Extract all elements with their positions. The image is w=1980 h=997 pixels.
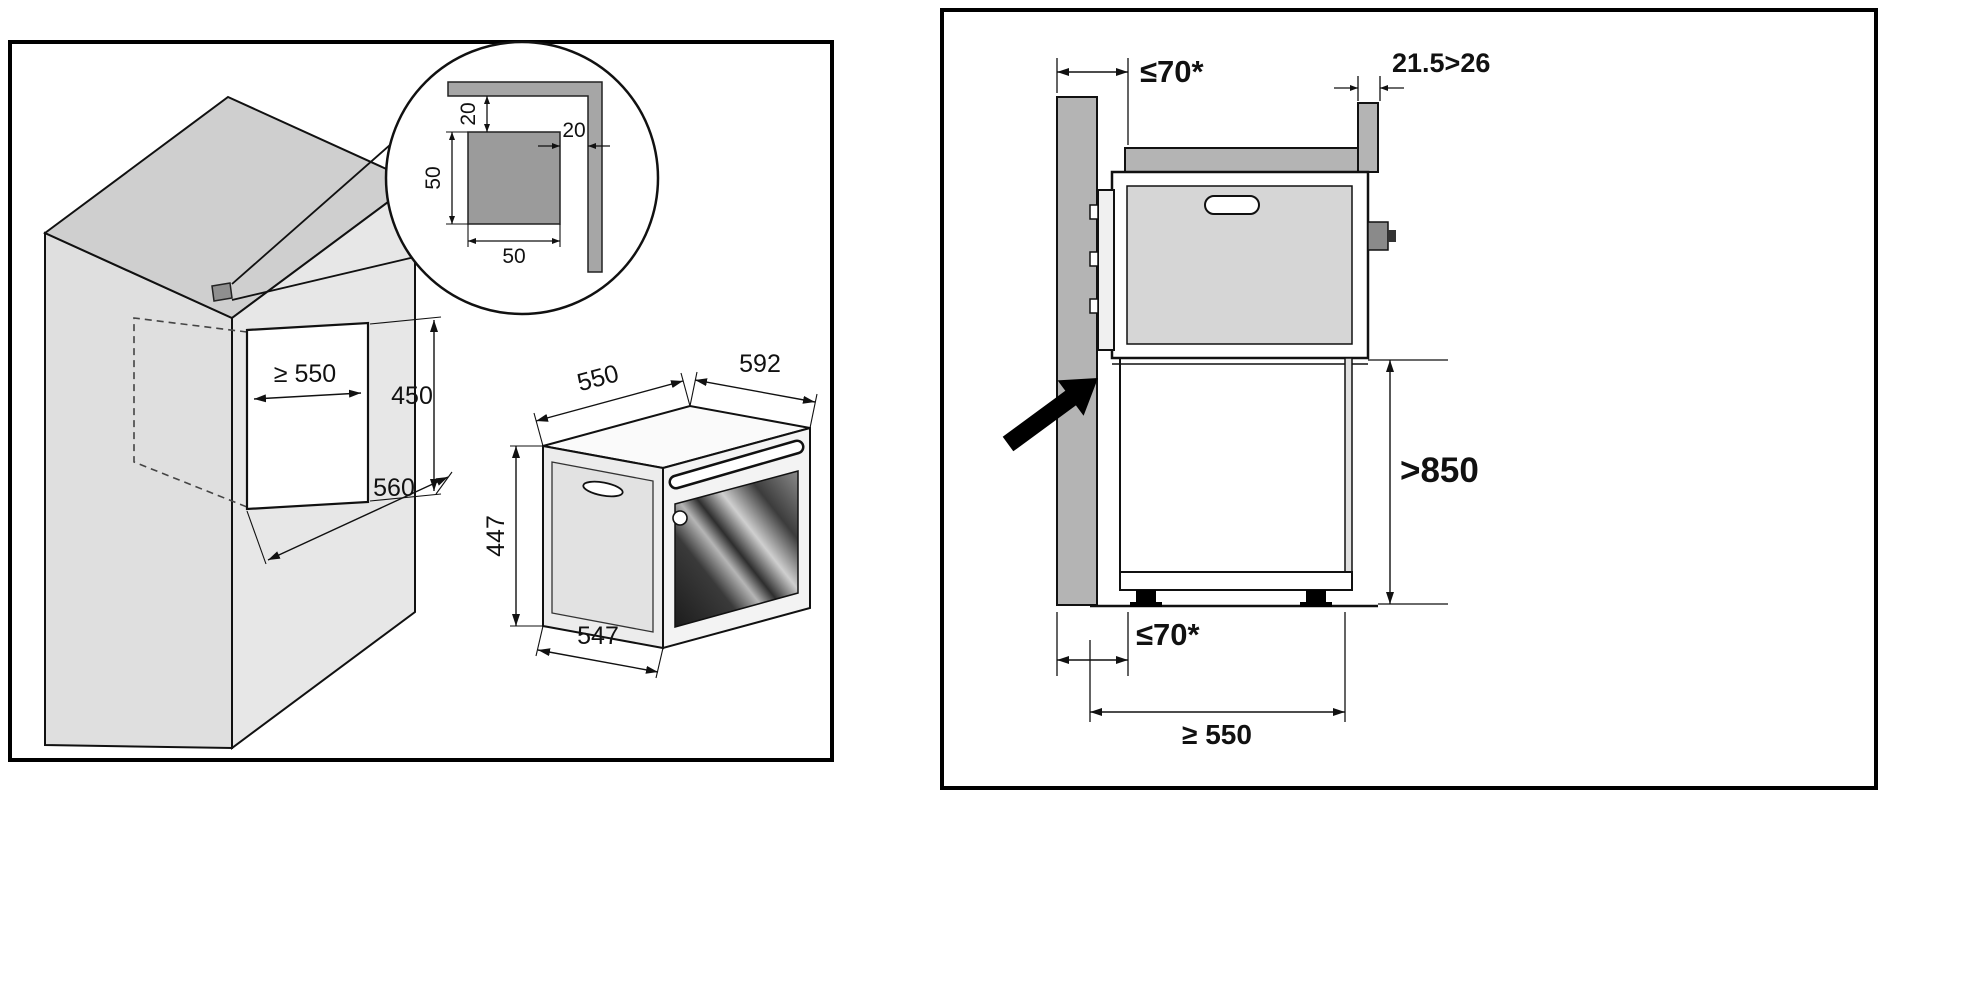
dim-detail-top-gap: 20 bbox=[457, 96, 490, 132]
niche-opening bbox=[245, 321, 370, 511]
base-cabinet bbox=[1119, 357, 1353, 607]
niche-corner-walls bbox=[447, 81, 603, 273]
dim-bottom-clearance: ≤70* bbox=[1056, 612, 1200, 676]
oven-bottom-depth-label: 547 bbox=[577, 622, 619, 650]
niche-height-label: 450 bbox=[391, 382, 433, 410]
oven-top-width-label: 592 bbox=[739, 350, 781, 378]
installation-side-view-panel: ≤70* 21.5>26 >850 ≤70* ≥ 550 bbox=[940, 8, 1878, 790]
hinge-tab bbox=[1089, 204, 1099, 220]
detail-square-width-label: 50 bbox=[502, 245, 525, 268]
niche-width-label: ≥ 550 bbox=[274, 360, 336, 388]
cabinet-foot-plate bbox=[1300, 602, 1332, 607]
dim-rear-gap: 21.5>26 bbox=[1334, 48, 1490, 101]
wall bbox=[1056, 96, 1098, 606]
dim-line bbox=[537, 648, 659, 674]
dim-detail-square-height: 50 bbox=[422, 131, 468, 225]
dim-detail-right-gap: 20 bbox=[538, 119, 610, 149]
power-connector-pin bbox=[1388, 230, 1396, 242]
insertion-arrow bbox=[1002, 378, 1098, 452]
top-clearance-label: ≤70* bbox=[1140, 54, 1204, 89]
dim-niche-height: 450 bbox=[369, 316, 442, 502]
dim-niche-depth: 560 bbox=[246, 471, 453, 565]
hinge-tab bbox=[1089, 298, 1099, 314]
dim-oven-top-width: 592 bbox=[689, 350, 818, 429]
dim-cabinet-depth: ≥ 550 bbox=[1089, 612, 1346, 750]
detail-square-height-label: 50 bbox=[422, 166, 445, 189]
oven-front-height-label: 447 bbox=[482, 515, 510, 557]
base-cabinet-right-side bbox=[1344, 357, 1353, 591]
vent-square-detail bbox=[467, 131, 561, 225]
oven-side-inset bbox=[551, 461, 654, 633]
dim-line bbox=[535, 380, 684, 422]
vent-square bbox=[211, 282, 233, 302]
oven-isometric: 550 592 447 547 bbox=[482, 350, 818, 679]
niche-depth-label: 560 bbox=[373, 474, 415, 502]
oven-door-glass bbox=[674, 470, 799, 628]
niche-phantom-dashed bbox=[133, 317, 248, 508]
oven-unit-side-view bbox=[1089, 170, 1396, 365]
detail-callout-circle: 20 20 50 50 bbox=[384, 40, 660, 316]
dim-oven-bottom-depth: 547 bbox=[535, 622, 664, 679]
dim-line bbox=[694, 378, 816, 404]
floor-height-label: >850 bbox=[1400, 451, 1479, 490]
dim-line bbox=[267, 476, 449, 561]
dim-floor-height: >850 bbox=[1368, 359, 1479, 605]
cabinet bbox=[43, 95, 417, 750]
oven-knob bbox=[672, 510, 688, 526]
dim-detail-square-width: 50 bbox=[467, 224, 561, 268]
dim-top-clearance: ≤70* bbox=[1056, 54, 1204, 145]
rear-gap-label: 21.5>26 bbox=[1392, 48, 1490, 78]
base-cabinet-bottom-panel bbox=[1119, 571, 1353, 591]
detail-top-gap-label: 20 bbox=[457, 102, 480, 125]
dim-niche-width: ≥ 550 bbox=[253, 360, 362, 403]
cabinet-foot-plate bbox=[1130, 602, 1162, 607]
cabinet-front-face bbox=[44, 231, 233, 750]
top-shelf bbox=[1124, 147, 1359, 173]
bottom-clearance-label: ≤70* bbox=[1136, 617, 1200, 652]
detail-right-gap-label: 20 bbox=[562, 119, 585, 142]
cabinet-foot bbox=[1306, 590, 1326, 602]
dim-line bbox=[253, 389, 362, 403]
callout-line-lower bbox=[231, 251, 437, 301]
oven-unit-handle-slot bbox=[1204, 195, 1260, 215]
niche-dimensions-panel: ≥ 550 450 560 20 bbox=[8, 40, 834, 762]
oven-side-handle-oval bbox=[582, 480, 624, 498]
oven-handle-bar bbox=[671, 442, 802, 487]
cabinet-foot bbox=[1136, 590, 1156, 602]
hinge-tab bbox=[1089, 251, 1099, 267]
cabinet-depth-label: ≥ 550 bbox=[1182, 719, 1252, 750]
upper-side-panel bbox=[1357, 102, 1379, 173]
dim-oven-front-height: 447 bbox=[482, 445, 543, 627]
door-hinge-bar bbox=[1097, 189, 1115, 351]
power-connector bbox=[1367, 221, 1389, 251]
